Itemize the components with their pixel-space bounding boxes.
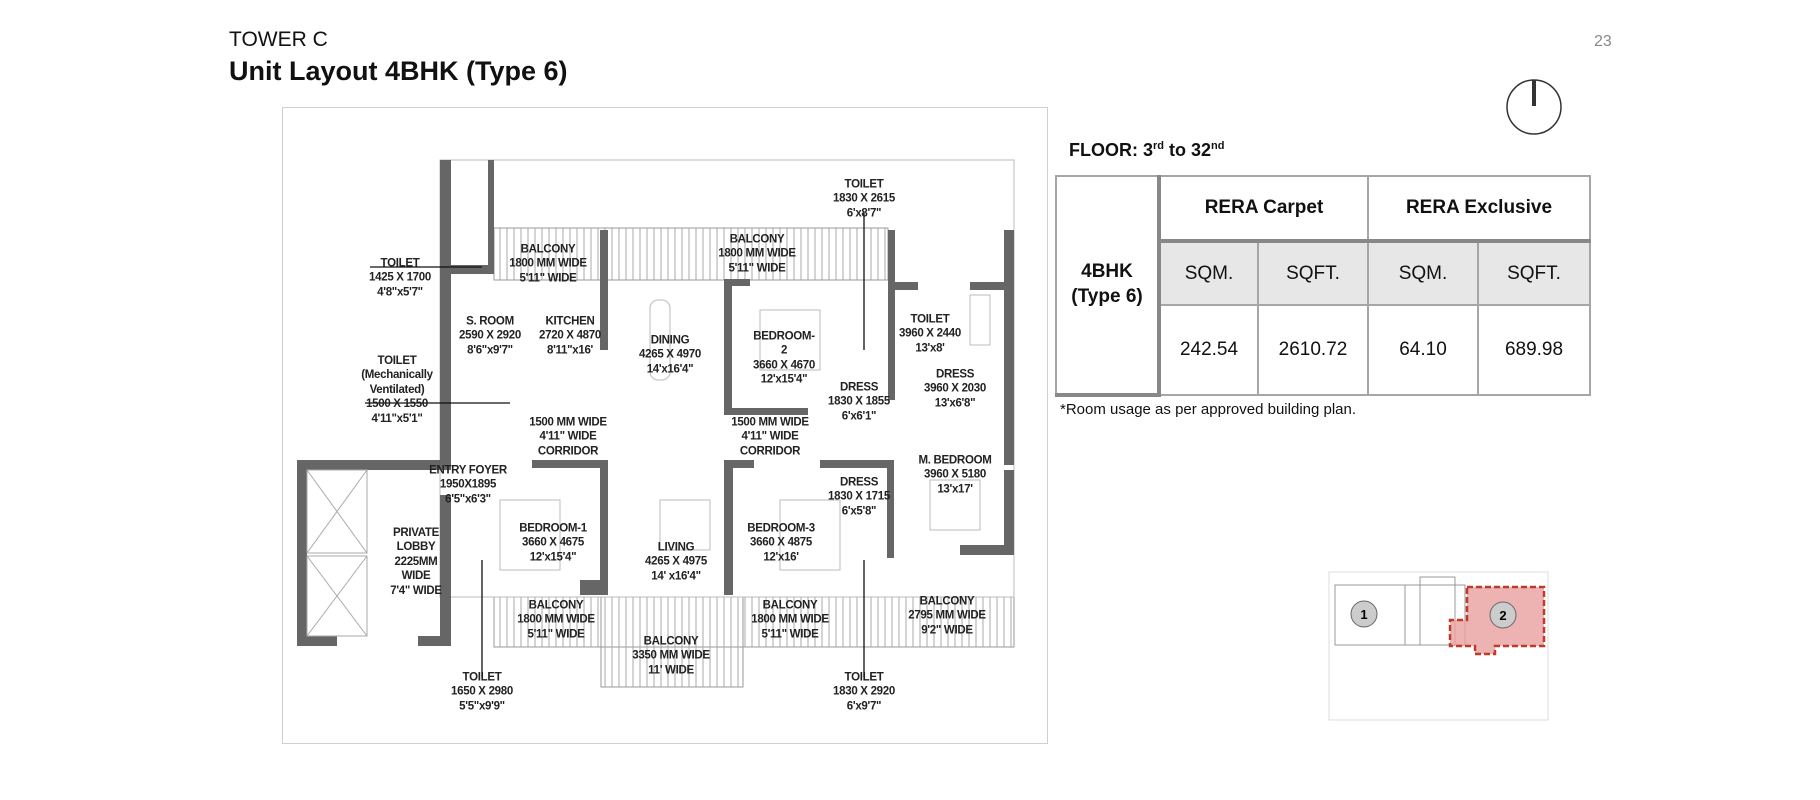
north-arrow-icon — [1506, 79, 1562, 135]
room-label-s-room: S. ROOM 2590 X 2920 8'6"x9'7" — [459, 315, 521, 357]
carpet-sqm-header: SQM. — [1158, 239, 1259, 306]
exclusive-sqm-value: 64.10 — [1367, 304, 1479, 396]
room-label-toilet: TOILET 3960 X 2440 13'x8' — [899, 313, 961, 355]
room-label-balcony: BALCONY 1800 MM WIDE 5'11" WIDE — [751, 599, 829, 641]
footnote: *Room usage as per approved building pla… — [1060, 401, 1357, 418]
floor-from-suffix: rd — [1153, 140, 1165, 152]
carpet-sqm-value: 242.54 — [1158, 304, 1259, 396]
room-label-private-lobby: PRIVATE LOBBY 2225MM WIDE 7'4" WIDE — [390, 527, 442, 597]
room-label-dining: DINING 4265 X 4970 14'x16'4" — [639, 334, 701, 376]
room-label-balcony: BALCONY 1800 MM WIDE 5'11" WIDE — [517, 599, 595, 641]
floor-label: FLOOR: — [1069, 140, 1143, 160]
tower-label: TOWER C — [229, 28, 328, 51]
floor-plan-frame — [282, 107, 1048, 744]
walls — [297, 160, 1014, 646]
exclusive-sqm-header: SQM. — [1367, 239, 1479, 306]
exclusive-sqft-header: SQFT. — [1477, 239, 1591, 306]
room-label-toilet-ventilated: TOILET (Mechanically Ventilated) 1500 X … — [361, 355, 433, 425]
room-label-bedroom-2: BEDROOM- 2 3660 X 4670 12'x15'4" — [753, 330, 815, 386]
room-label-living: LIVING 4265 X 4975 14' x16'4" — [645, 541, 707, 583]
key-plan — [1328, 571, 1549, 721]
floor-to: 32 — [1191, 140, 1212, 160]
floor-to-word: to — [1164, 140, 1192, 160]
page-title: Unit Layout 4BHK (Type 6) — [229, 56, 568, 86]
floor-to-suffix: nd — [1211, 140, 1225, 152]
room-label-kitchen: KITCHEN 2720 X 4870 8'11"x16' — [539, 315, 601, 357]
floor-range: FLOOR: 3rd to 32nd — [1069, 140, 1225, 161]
unit-type-cell: 4BHK (Type 6) — [1055, 175, 1161, 397]
balcony-bottom — [493, 596, 1015, 648]
rera-carpet-header: RERA Carpet — [1158, 175, 1369, 242]
room-label-balcony: BALCONY 3350 MM WIDE 11' WIDE — [632, 635, 710, 677]
room-label-toilet: TOILET 1425 X 1700 4'8"x5'7" — [369, 257, 431, 299]
balcony-living — [600, 596, 744, 688]
carpet-sqft-header: SQFT. — [1257, 239, 1369, 306]
room-label-corridor: 1500 MM WIDE 4'11" WIDE CORRIDOR — [529, 416, 607, 458]
page-number: 23 — [1594, 33, 1612, 50]
room-label-master-bedroom: M. BEDROOM 3960 X 5180 13'x17' — [918, 454, 992, 496]
rera-exclusive-header: RERA Exclusive — [1367, 175, 1591, 242]
room-label-corridor: 1500 MM WIDE 4'11" WIDE CORRIDOR — [731, 416, 809, 458]
room-label-dress: DRESS 3960 X 2030 13'x6'8" — [924, 368, 986, 410]
room-label-balcony: BALCONY 2795 MM WIDE 9'2" WIDE — [908, 595, 986, 637]
room-label-dress: DRESS 1830 X 1715 6'x5'8" — [828, 476, 890, 518]
room-label-dress: DRESS 1830 X 1855 6'x6'1" — [828, 381, 890, 423]
room-label-toilet: TOILET 1650 X 2980 5'5"x9'9" — [451, 671, 513, 713]
room-label-entry-foyer: ENTRY FOYER 1950X1895 6'5"x6'3" — [429, 464, 507, 506]
room-label-toilet: TOILET 1830 X 2920 6'x9'7" — [833, 671, 895, 713]
key-plan-unit-1: 1 — [1360, 607, 1367, 622]
room-label-balcony: BALCONY 1800 MM WIDE 5'11" WIDE — [509, 243, 587, 285]
carpet-sqft-value: 2610.72 — [1257, 304, 1369, 396]
key-plan-unit-2: 2 — [1499, 608, 1506, 623]
room-label-bedroom-3: BEDROOM-3 3660 X 4875 12'x16' — [747, 522, 815, 564]
room-label-balcony: BALCONY 1800 MM WIDE 5'11" WIDE — [718, 233, 796, 275]
room-label-bedroom-1: BEDROOM-1 3660 X 4675 12'x15'4" — [519, 522, 587, 564]
floor-from: 3 — [1143, 140, 1154, 160]
area-table: 4BHK (Type 6) RERA Carpet RERA Exclusive… — [1055, 175, 1591, 397]
exclusive-sqft-value: 689.98 — [1477, 304, 1591, 396]
room-label-toilet: TOILET 1830 X 2615 6'x8'7" — [833, 178, 895, 220]
